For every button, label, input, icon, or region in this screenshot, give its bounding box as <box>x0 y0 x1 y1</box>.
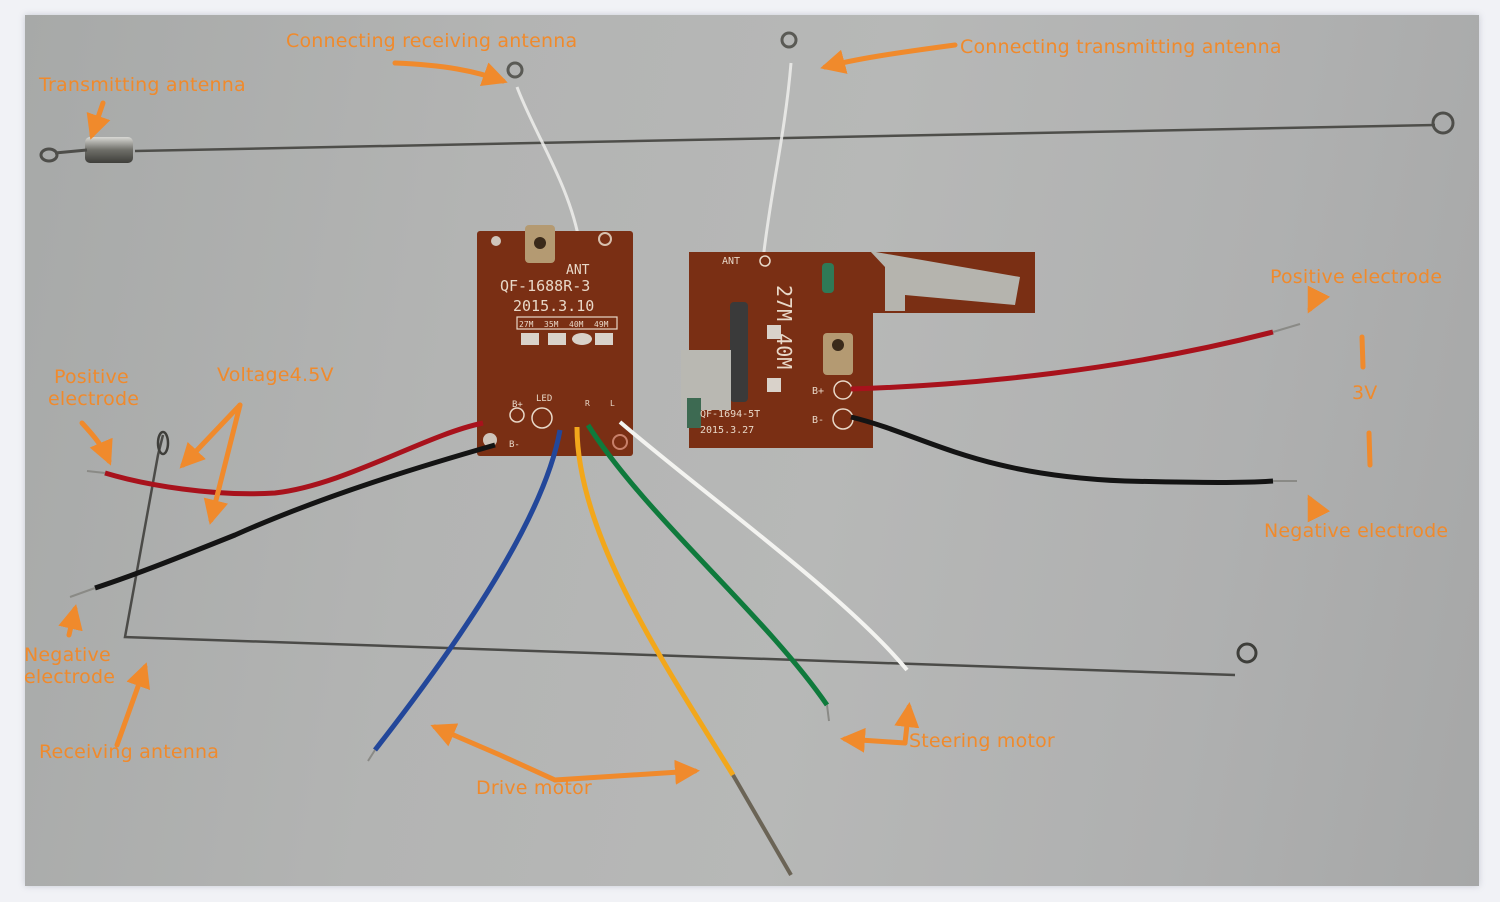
label-connecting-receiving-antenna: Connecting receiving antenna <box>286 30 578 52</box>
arrow-positive-right <box>1307 285 1331 314</box>
label-transmitting-antenna: Transmitting antenna <box>39 74 246 96</box>
transmitter-wires <box>850 323 1301 485</box>
arrow-drive-b <box>552 759 700 785</box>
receiver-freq-options: 27M 35M 40M 49M <box>519 320 609 329</box>
wire-red-positive-tx <box>850 329 1274 392</box>
arrow-connecting-transmitting <box>820 42 958 74</box>
wire-red-positive <box>104 420 484 497</box>
freq-option: 40M <box>569 320 584 329</box>
transmitter-date: 2015.3.27 <box>700 425 754 436</box>
transmitting-antenna <box>39 111 1455 163</box>
label-steering-motor: Steering motor <box>909 730 1055 752</box>
arrow-steering-a <box>840 727 908 753</box>
antenna-loop-right <box>1431 111 1455 135</box>
transmitter-inductor <box>822 263 834 293</box>
freq-option: 35M <box>544 320 559 329</box>
arrow-transmitting-antenna <box>86 100 111 140</box>
transmitter-contact-right <box>870 251 1020 311</box>
transmitter-ant-label: ANT <box>722 256 740 267</box>
arrow-drive-a <box>430 723 558 783</box>
label-positive-electrode-right: Positive electrode <box>1270 266 1443 288</box>
label-positive-electrode-left-2: electrode <box>48 388 140 410</box>
receiver-ant-label: ANT <box>566 263 590 278</box>
freq-option: 49M <box>594 320 609 329</box>
wire-yellow-drive <box>574 426 736 777</box>
receiver-r-label: R <box>585 399 590 408</box>
wiring-illustration: ANT QF-1688R-3 2015.3.10 27M 35M 40M 49M… <box>39 31 1455 877</box>
wire-black-negative-tx <box>850 414 1274 485</box>
label-voltage-4-5v: Voltage4.5V <box>217 364 334 386</box>
receiver-date: 2015.3.10 <box>513 297 594 315</box>
receiver-led-label: LED <box>536 394 552 404</box>
label-voltage-3v: 3V <box>1352 382 1378 404</box>
receiving-antenna <box>123 430 1258 677</box>
label-positive-electrode-left: Positive <box>54 366 129 388</box>
receiver-l-label: L <box>610 399 615 408</box>
label-connecting-transmitting-antenna: Connecting transmitting antenna <box>960 36 1282 58</box>
label-drive-motor: Drive motor <box>476 777 592 799</box>
annotation-arrows <box>58 42 1373 785</box>
arrow-steering-b <box>894 702 920 746</box>
receiver-antenna-lead <box>506 61 582 246</box>
label-negative-electrode-left: Negative <box>24 644 111 666</box>
arrow-negative-right <box>1307 494 1331 523</box>
label-negative-electrode-right: Negative electrode <box>1264 520 1449 542</box>
transmitter-antenna-lead <box>761 31 798 261</box>
wire-blue-drive <box>373 429 563 752</box>
receiver-board: ANT QF-1688R-3 2015.3.10 27M 35M 40M 49M… <box>477 225 633 456</box>
transmitter-bminus-label: B- <box>812 415 824 426</box>
transmitter-board: ANT 27M 40M QF-1694-5T 2015.3.27 B+ B- <box>681 251 1035 448</box>
label-negative-electrode-left-2: electrode <box>24 666 116 688</box>
transmitter-bplus-label: B+ <box>812 386 824 397</box>
voltage-bracket-top <box>1359 334 1366 370</box>
arrow-voltage-a <box>179 402 243 469</box>
antenna-coil <box>85 137 133 163</box>
arrow-negative-left <box>58 604 83 638</box>
receiver-bminus-label: B- <box>509 440 520 450</box>
label-receiving-antenna: Receiving antenna <box>39 741 220 763</box>
wire-white-steering <box>618 420 909 672</box>
arrow-connecting-receiving <box>392 60 508 87</box>
receiver-model: QF-1688R-3 <box>500 277 590 295</box>
product-photo: ANT QF-1688R-3 2015.3.10 27M 35M 40M 49M… <box>25 15 1479 886</box>
arrow-voltage-b <box>203 402 243 525</box>
receiver-wires <box>69 420 909 877</box>
antenna-hook-left <box>39 147 59 163</box>
wire-green-steering <box>585 423 830 707</box>
transmitter-model: QF-1694-5T <box>700 409 760 420</box>
transmitter-crystal <box>823 333 853 375</box>
receiver-bplus-label: B+ <box>512 400 523 410</box>
voltage-bracket-bottom <box>1366 430 1373 468</box>
led-pad <box>531 407 553 429</box>
arrow-positive-left <box>79 420 113 466</box>
freq-option: 27M <box>519 320 534 329</box>
wire-black-negative <box>94 442 496 591</box>
arrow-receiving-antenna <box>114 662 151 748</box>
